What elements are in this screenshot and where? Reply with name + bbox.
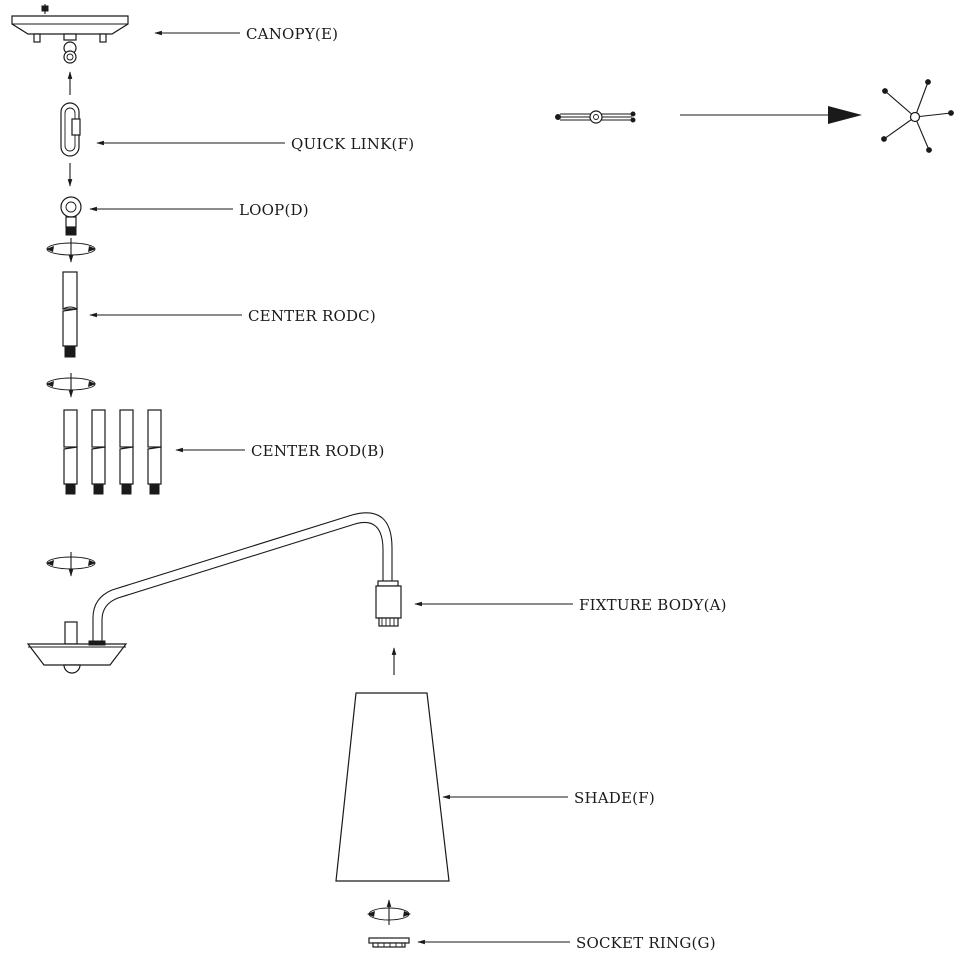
quick-link-label: QUICK LINK(F) [291,135,414,153]
center-rod-b [147,409,162,495]
socket-ring [368,937,410,948]
rotate-icon [367,899,411,925]
center-rod-b [63,409,78,495]
loop [60,196,82,236]
center-rod-b [119,409,134,495]
folded-arms [555,110,636,124]
shade-label: SHADE(F) [574,789,655,807]
fixture-body [26,512,402,674]
center-rod-b-group [63,409,162,495]
transform-arrowhead [828,106,862,124]
quick-link [60,102,81,157]
center-rod-b-label: CENTER ROD(B) [251,442,385,460]
center-rod-c [62,271,78,358]
rotate-icon [46,373,96,398]
canopy-label: CANOPY(E) [246,25,338,43]
rotate-icon [46,238,96,263]
canopy [11,4,129,64]
shade [335,692,450,882]
center-rod-b [91,409,106,495]
loop-label: LOOP(D) [239,201,309,219]
fixture-body-label: FIXTURE BODY(A) [579,596,727,614]
center-rod-c-label: CENTER RODC) [248,307,376,325]
star-arms [881,79,954,153]
socket-ring-label: SOCKET RING(G) [576,934,716,952]
rotate-icon [46,552,96,577]
